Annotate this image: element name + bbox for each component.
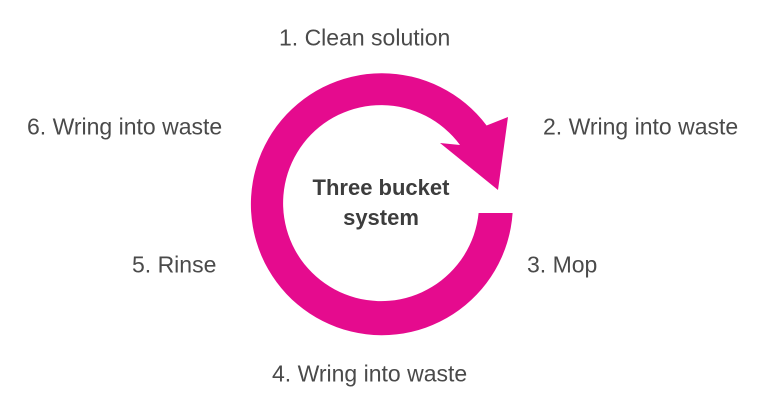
step-2-label: 2. Wring into waste	[543, 113, 739, 140]
title-line-2: system	[343, 205, 419, 230]
title-line-1: Three bucket	[312, 175, 450, 200]
step-1-label: 1. Clean solution	[279, 24, 451, 51]
step-4-label: 4. Wring into waste	[272, 360, 468, 387]
diagram-title: Three bucket system	[313, 173, 450, 233]
step-3-label: 3. Mop	[527, 251, 598, 278]
step-6-label: 6. Wring into waste	[27, 113, 223, 140]
step-5-label: 5. Rinse	[132, 251, 217, 278]
